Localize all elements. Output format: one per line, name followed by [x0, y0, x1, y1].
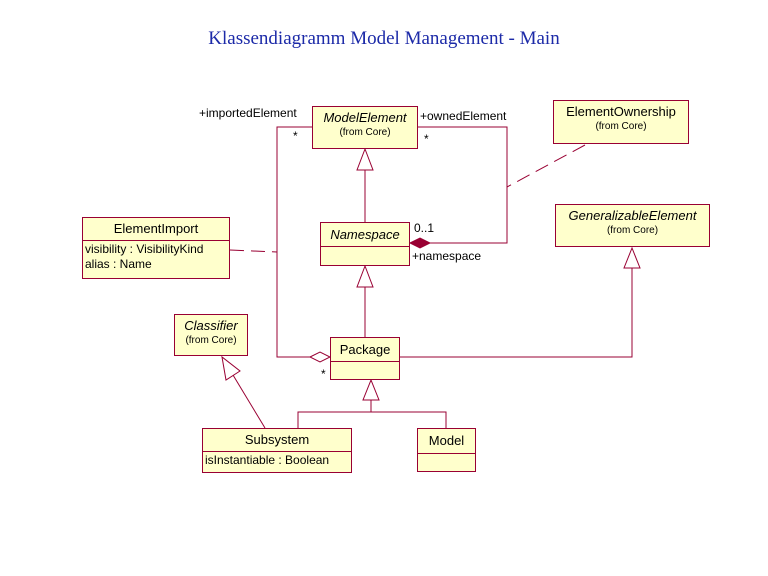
generalization-arrow-package	[362, 378, 380, 401]
multiplicity-package: *	[321, 367, 326, 381]
class-origin: (from Core)	[595, 121, 647, 132]
class-package[interactable]: Package	[330, 337, 400, 380]
class-generalizable-element[interactable]: GeneralizableElement (from Core)	[555, 204, 710, 247]
multiplicity-namespace: 0..1	[414, 221, 435, 235]
class-name: Namespace	[330, 227, 400, 242]
class-name: ElementOwnership	[566, 104, 676, 119]
class-element-import[interactable]: ElementImport visibility : VisibilityKin…	[82, 217, 230, 279]
aggregation-diamond-package	[308, 351, 332, 363]
attribute-visibility: visibility : VisibilityKind	[85, 242, 204, 256]
attribute-compartment: visibility : VisibilityKind alias : Name	[83, 240, 229, 273]
class-origin: (from Core)	[185, 335, 237, 346]
attribute-compartment	[331, 361, 399, 376]
class-origin: (from Core)	[606, 225, 659, 236]
class-classifier[interactable]: Classifier (from Core)	[174, 314, 248, 356]
class-name: Classifier	[184, 318, 238, 333]
class-name: Package	[339, 342, 391, 357]
multiplicity-imported-element: *	[293, 129, 298, 143]
role-owned-element: +ownedElement	[420, 109, 507, 123]
attribute-compartment	[418, 453, 475, 468]
class-name: ElementImport	[113, 221, 199, 236]
class-name: Subsystem	[244, 432, 310, 447]
class-model[interactable]: Model	[417, 428, 476, 472]
class-name: GeneralizableElement	[568, 208, 697, 223]
attribute-alias: alias : Name	[85, 257, 152, 271]
generalization-package-generalizableelement	[400, 268, 633, 358]
association-imported-element	[276, 126, 312, 358]
class-name: ModelElement	[323, 110, 407, 125]
attribute-compartment: isInstantiable : Boolean	[203, 451, 351, 469]
generalization-arrow-modelelement	[356, 147, 374, 171]
generalization-subsystem-package	[297, 411, 447, 428]
association-owned-element	[418, 126, 508, 244]
role-imported-element: +importedElement	[199, 106, 297, 120]
class-namespace[interactable]: Namespace	[320, 222, 410, 266]
class-name: Model	[428, 433, 465, 448]
association-class-link-import	[229, 249, 278, 253]
role-namespace: +namespace	[412, 249, 482, 263]
generalization-arrow-classifier	[221, 355, 241, 381]
generalization-subsystem-classifier	[232, 374, 266, 429]
association-class-link-ownership	[506, 144, 586, 188]
class-origin: (from Core)	[339, 127, 391, 138]
class-model-element[interactable]: ModelElement (from Core)	[312, 106, 418, 149]
multiplicity-owned-element: *	[424, 132, 429, 146]
generalization-arrow-generalizableelement	[623, 246, 641, 269]
class-element-ownership[interactable]: ElementOwnership (from Core)	[553, 100, 689, 144]
composition-diamond-namespace	[408, 237, 432, 249]
diagram-title: Klassendiagramm Model Management - Main	[208, 28, 560, 49]
class-subsystem[interactable]: Subsystem isInstantiable : Boolean	[202, 428, 352, 473]
attribute-compartment	[321, 246, 409, 261]
attribute-is-instantiable: isInstantiable : Boolean	[205, 453, 330, 467]
generalization-arrow-namespace	[356, 264, 374, 288]
